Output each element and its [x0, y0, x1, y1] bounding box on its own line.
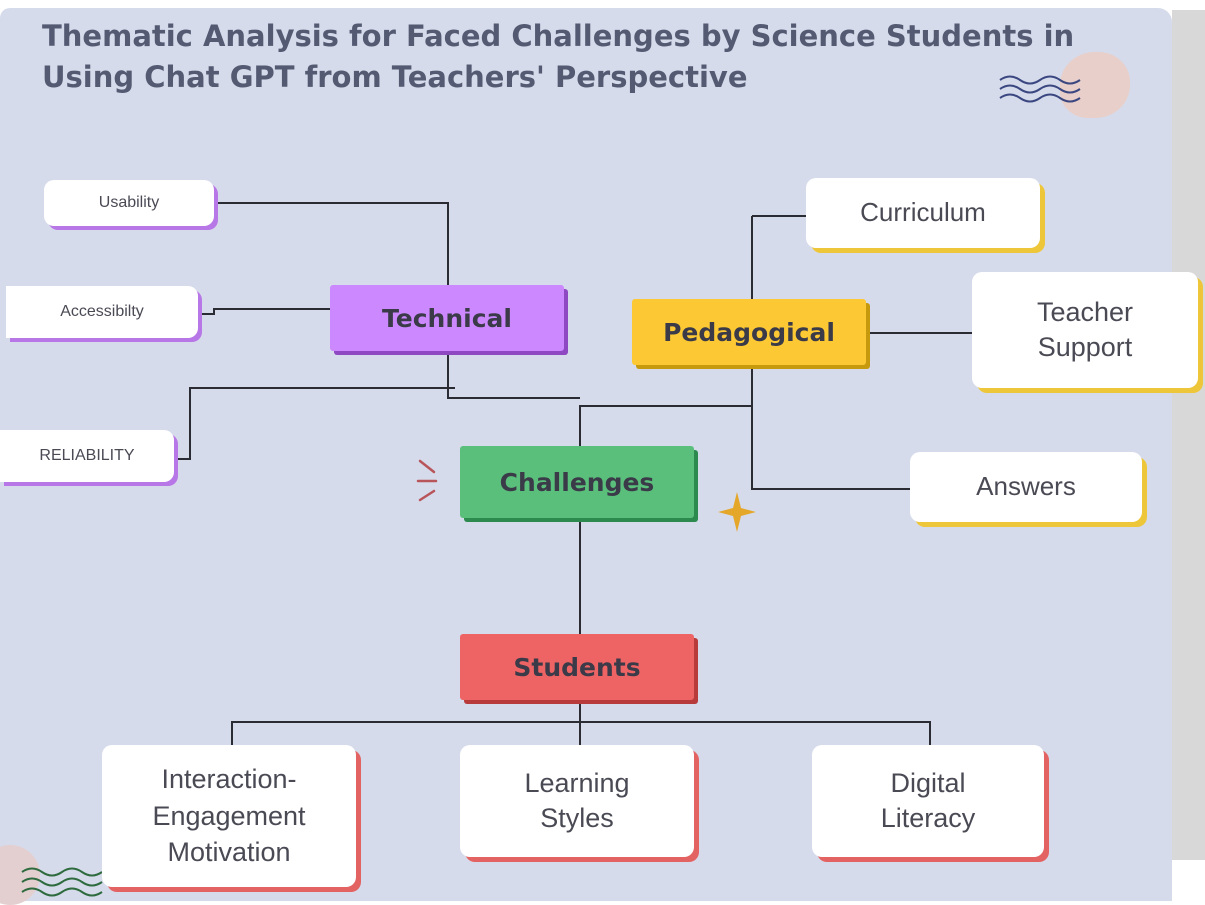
interaction-label-line2: Engagement	[152, 800, 306, 831]
pedagogical-label: Pedagogical	[663, 317, 835, 347]
curriculum-label: Curriculum	[860, 197, 986, 228]
wave-icon	[21, 867, 103, 897]
answers-node: Answers	[910, 452, 1142, 522]
burst-icon	[416, 459, 438, 502]
scroll-gutter	[1172, 10, 1205, 860]
challenges-node: Challenges	[460, 446, 694, 518]
teacher-support-label-line2: Support	[1037, 332, 1133, 362]
technical-label: Technical	[382, 303, 512, 333]
usability-node: Usability	[44, 180, 214, 226]
teacher-support-node: Teacher Support	[972, 272, 1198, 388]
interaction-label-line3: Motivation	[167, 837, 291, 868]
pedagogical-node: Pedagogical	[632, 299, 866, 365]
digital-label-line1: Digital	[890, 767, 966, 798]
students-label: Students	[513, 652, 641, 682]
blob-shape	[1060, 52, 1130, 118]
learning-styles-node: Learning Styles	[460, 745, 694, 857]
digital-label-line2: Literacy	[880, 803, 976, 833]
sparkle-icon	[718, 492, 756, 532]
technical-node: Technical	[330, 285, 564, 351]
curriculum-node: Curriculum	[806, 178, 1040, 248]
reliability-label: RELIABILITY	[39, 446, 135, 464]
students-node: Students	[460, 634, 694, 700]
accessibility-node: Accessibilty	[6, 286, 198, 338]
wave-icon	[999, 75, 1081, 103]
interaction-engagement-motivation-node: Interaction- Engagement Motivation	[102, 745, 356, 887]
learning-label-line2: Styles	[540, 803, 614, 833]
reliability-node: RELIABILITY	[0, 430, 174, 482]
digital-literacy-node: Digital Literacy	[812, 745, 1044, 857]
answers-label: Answers	[976, 471, 1076, 502]
accessibility-label: Accessibilty	[60, 302, 144, 320]
diagram-title: Thematic Analysis for Faced Challenges b…	[42, 19, 1075, 94]
learning-label-line1: Learning	[524, 767, 630, 798]
interaction-label-line1: Interaction-	[161, 764, 297, 795]
challenges-label: Challenges	[499, 467, 655, 497]
usability-label: Usability	[98, 193, 160, 211]
teacher-support-label-line1: Teacher	[1036, 296, 1134, 327]
